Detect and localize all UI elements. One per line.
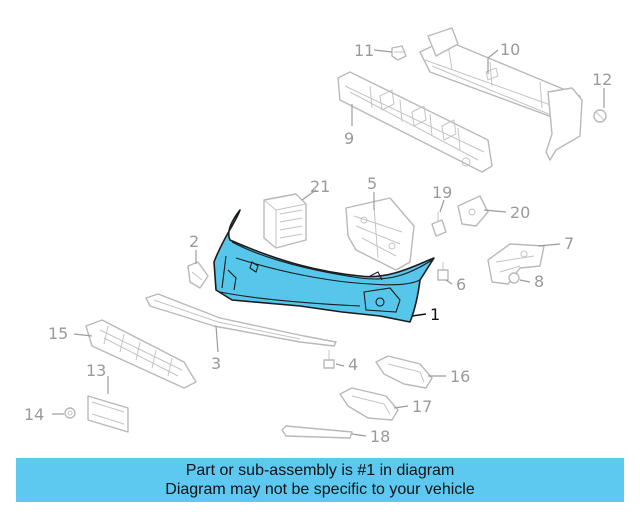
callout-1: 1 (430, 305, 440, 324)
exploded-parts-diagram: 1 2 3 4 5 6 7 8 9 10 11 12 13 14 15 16 1… (24, 27, 612, 446)
callout-18: 18 (370, 427, 390, 446)
part-17-bezel (339, 387, 399, 421)
part-19-bolt (431, 212, 447, 237)
part-18-trim-strip (281, 425, 353, 439)
callout-21: 21 (310, 177, 330, 196)
info-banner: Part or sub-assembly is #1 in diagram Di… (16, 458, 624, 502)
callout-11: 11 (354, 41, 374, 60)
callout-leaders (52, 49, 605, 437)
part-3-deflector (145, 293, 337, 347)
part-6-screw (437, 262, 449, 281)
part-7-side-bracket (487, 243, 545, 285)
part-10-impact-bar (419, 27, 583, 161)
callout-16: 16 (450, 367, 470, 386)
callout-19: 19 (432, 183, 452, 202)
part-14-clip (64, 407, 76, 419)
callout-10: 10 (500, 40, 520, 59)
callout-8: 8 (534, 272, 544, 291)
part-9-energy-absorber (337, 71, 493, 173)
part-21-sensor-module (263, 193, 307, 249)
callout-9: 9 (344, 129, 354, 148)
callout-12: 12 (592, 70, 612, 89)
callout-20: 20 (510, 203, 530, 222)
callout-3: 3 (211, 354, 221, 373)
callout-13: 13 (86, 361, 106, 380)
part-20-bracket (457, 195, 489, 227)
part-4-screw (323, 350, 335, 369)
callout-2: 2 (189, 232, 199, 251)
banner-line-disclaimer: Diagram may not be specific to your vehi… (165, 481, 475, 498)
part-1-bumper-cover[interactable] (213, 209, 435, 323)
part-13-plate-bracket (87, 395, 129, 433)
part-8-nut (508, 272, 520, 284)
callout-17: 17 (412, 397, 432, 416)
callout-6: 6 (456, 275, 466, 294)
part-5-bracket (345, 197, 415, 271)
callout-7: 7 (564, 234, 574, 253)
callout-15: 15 (48, 324, 68, 343)
part-2-clip (187, 261, 209, 289)
part-12-clip (593, 109, 607, 123)
callout-5: 5 (367, 174, 377, 193)
part-16-trim (375, 355, 433, 389)
part-15-grille (85, 319, 197, 389)
banner-line-part-note: Part or sub-assembly is #1 in diagram (185, 462, 455, 479)
callout-4: 4 (348, 355, 358, 374)
callout-14: 14 (24, 405, 44, 424)
part-11-screw (391, 45, 407, 61)
